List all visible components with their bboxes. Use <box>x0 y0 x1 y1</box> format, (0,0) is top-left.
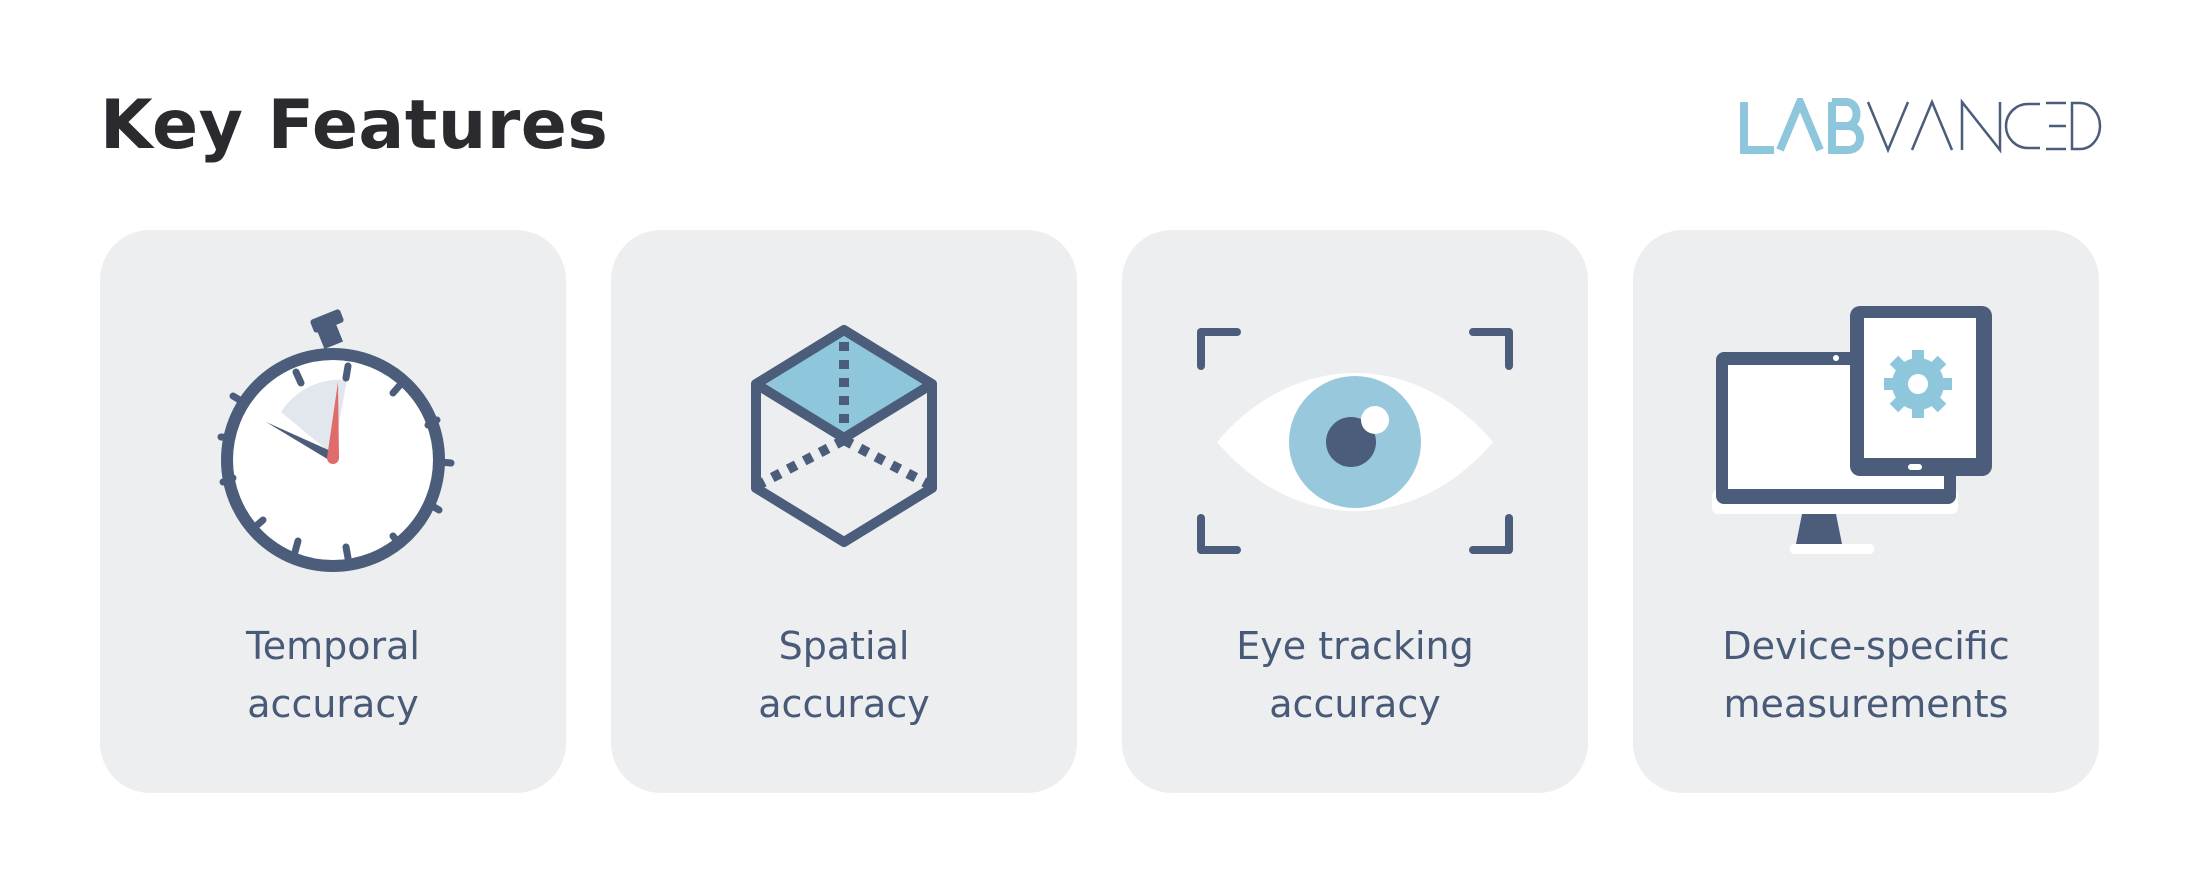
feature-card-temporal: Temporal accuracy <box>100 230 566 793</box>
stopwatch-icon <box>163 300 503 600</box>
feature-label: Eye tracking accuracy <box>1236 624 1474 726</box>
feature-card-spatial: Spatial accuracy <box>611 230 1077 793</box>
feature-card-device: Device-specific measurements <box>1633 230 2099 793</box>
devices-icon <box>1696 300 2036 600</box>
logo-icon <box>1740 91 2102 154</box>
page-title: Key Features <box>100 86 609 165</box>
feature-label: Temporal accuracy <box>246 624 420 726</box>
eye-tracking-icon <box>1185 300 1525 600</box>
feature-label: Device-specific measurements <box>1722 624 2010 726</box>
labvanced-logo <box>1740 91 2102 154</box>
feature-card-eye-tracking: Eye tracking accuracy <box>1122 230 1588 793</box>
cube-icon <box>674 300 1014 600</box>
features-grid: Temporal accuracy Spatial accuracy <box>100 230 2100 793</box>
feature-label: Spatial accuracy <box>758 624 930 726</box>
